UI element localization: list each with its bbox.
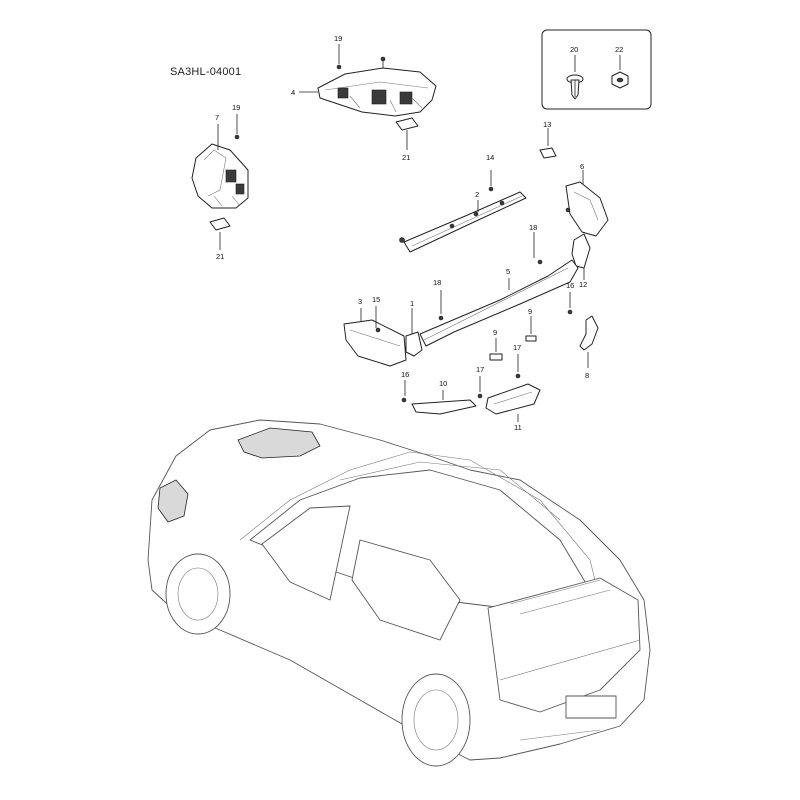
callout-10: 10: [439, 379, 447, 388]
callout-17: 17: [476, 365, 484, 374]
callout-18: 18: [433, 278, 441, 287]
callout-13: 13: [543, 120, 551, 129]
diagram-code: SA3HL-04001: [170, 66, 242, 78]
vehicle-outline: [147, 419, 651, 767]
clip-part-13: [539, 128, 557, 159]
callout-7: 7: [215, 113, 219, 122]
callout-19: 19: [334, 34, 342, 43]
callout-15: 15: [372, 295, 380, 304]
lamp-housing-part-11: [477, 354, 541, 422]
callout-11: 11: [514, 423, 522, 432]
callout-2: 2: [475, 190, 479, 199]
callout-9: 9: [528, 307, 532, 316]
callout-12: 12: [579, 280, 587, 289]
lamp-assembly-part-7: [191, 114, 249, 250]
callout-17: 17: [513, 343, 521, 352]
bracket-part-12: [571, 233, 591, 280]
callout-6: 6: [580, 162, 584, 171]
reflector-strip-part-10: [401, 380, 477, 415]
callout-14: 14: [486, 153, 494, 162]
callout-18: 18: [529, 223, 537, 232]
callout-8: 8: [585, 371, 589, 380]
fastener-inset-box: [541, 29, 652, 110]
garnish-strip-part-2: [399, 170, 527, 253]
callout-1: 1: [410, 299, 414, 308]
callout-19: 19: [232, 103, 240, 112]
trim-strip-part-8: [567, 292, 599, 368]
push-clip-part-20: [566, 74, 584, 100]
callout-labels: 19 4 21 19 7 21 20 22 13 14 2 6 18 5 12 …: [215, 34, 623, 432]
lamp-unit-part-1: [375, 306, 423, 357]
callout-21: 21: [216, 252, 224, 261]
callout-20: 20: [570, 45, 578, 54]
callout-21: 21: [402, 153, 410, 162]
callout-16: 16: [401, 370, 409, 379]
clip-part-9: [489, 316, 537, 361]
callout-22: 22: [615, 45, 623, 54]
lamp-bar-part-5: [419, 232, 579, 347]
callout-4: 4: [291, 88, 295, 97]
nut-part-22: [611, 71, 629, 89]
callout-9: 9: [493, 328, 497, 337]
callout-5: 5: [506, 267, 510, 276]
callout-3: 3: [358, 297, 362, 306]
lamp-assembly-part-4: [299, 44, 437, 150]
callout-16: 16: [566, 281, 574, 290]
side-housing-part-6: [565, 170, 609, 237]
lamp-lens-part-3: [343, 308, 407, 367]
